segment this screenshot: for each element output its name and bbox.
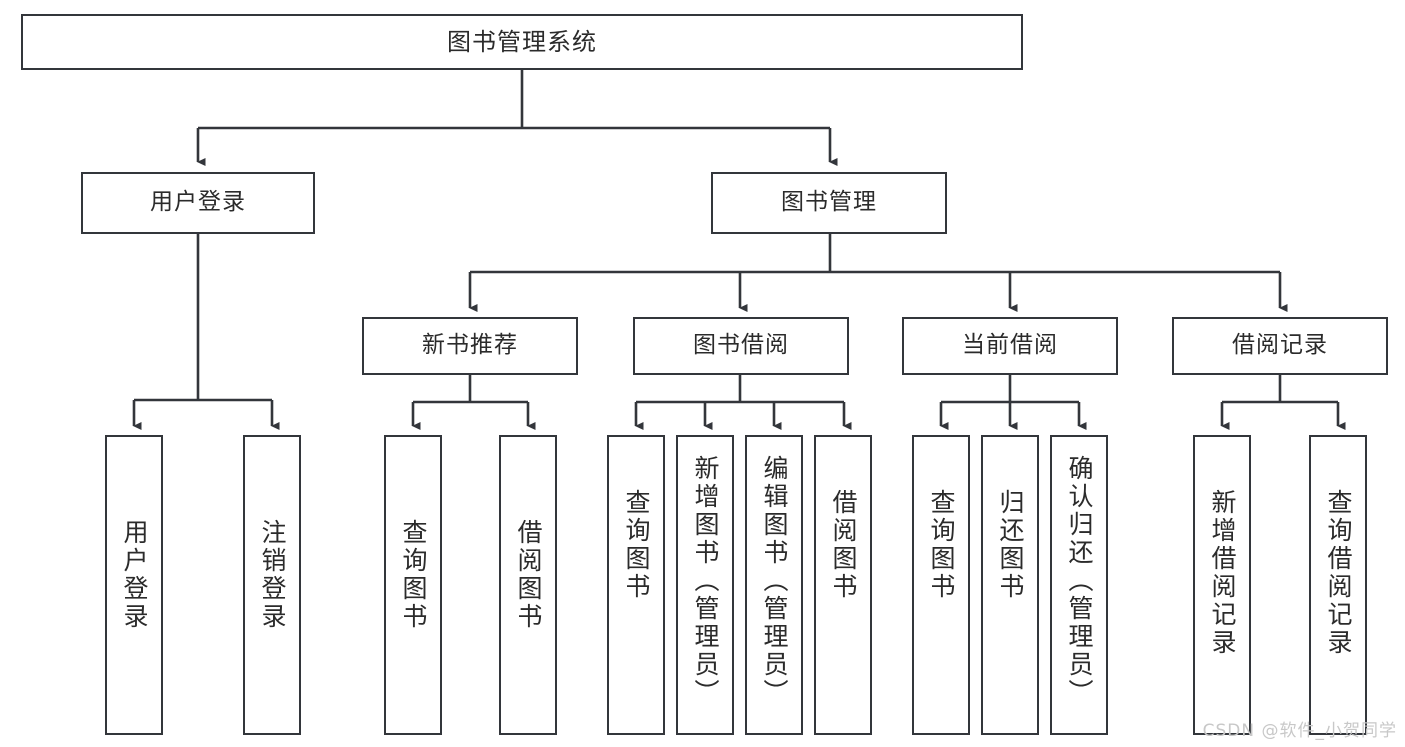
node-leaf-borrow-book-2-label: 借阅图书	[829, 489, 858, 601]
node-leaf-query-book-2-label: 查询图书	[622, 489, 651, 601]
node-root-label: 图书管理系统	[447, 27, 597, 56]
node-leaf-add-record[interactable]: 新增借阅记录	[1193, 435, 1251, 735]
node-leaf-query-book-3-label: 查询图书	[927, 489, 956, 601]
node-leaf-return-book[interactable]: 归还图书	[981, 435, 1039, 735]
node-current-borrow-label: 当前借阅	[962, 332, 1058, 359]
node-leaf-confirm-return-label: 确认归还（管理员）	[1065, 455, 1094, 707]
node-leaf-add-book-label: 新增图书（管理员）	[691, 455, 720, 707]
node-leaf-query-book-3[interactable]: 查询图书	[912, 435, 970, 735]
node-leaf-query-record[interactable]: 查询借阅记录	[1309, 435, 1367, 735]
node-leaf-user-login-label: 用户登录	[120, 519, 149, 631]
node-borrow-record-label: 借阅记录	[1232, 332, 1328, 359]
node-leaf-edit-book-label: 编辑图书（管理员）	[760, 455, 789, 707]
node-borrow-record[interactable]: 借阅记录	[1172, 317, 1388, 375]
node-book-borrow-label: 图书借阅	[693, 332, 789, 359]
node-leaf-logout-login[interactable]: 注销登录	[243, 435, 301, 735]
node-leaf-query-book-1-label: 查询图书	[399, 519, 428, 631]
node-root-system[interactable]: 图书管理系统	[21, 14, 1023, 70]
node-leaf-query-book-1[interactable]: 查询图书	[384, 435, 442, 735]
node-leaf-return-book-label: 归还图书	[996, 489, 1025, 601]
node-leaf-confirm-return[interactable]: 确认归还（管理员）	[1050, 435, 1108, 735]
node-leaf-add-record-label: 新增借阅记录	[1208, 489, 1237, 657]
node-leaf-add-book[interactable]: 新增图书（管理员）	[676, 435, 734, 735]
watermark-text: CSDN @软件_小贺同学	[1202, 721, 1397, 741]
node-user-login-label: 用户登录	[150, 189, 246, 216]
node-book-management-label: 图书管理	[781, 189, 877, 216]
node-user-login[interactable]: 用户登录	[81, 172, 315, 234]
node-new-book-recommend-label: 新书推荐	[422, 332, 518, 359]
node-new-book-recommend[interactable]: 新书推荐	[362, 317, 578, 375]
node-book-management[interactable]: 图书管理	[711, 172, 947, 234]
node-leaf-query-book-2[interactable]: 查询图书	[607, 435, 665, 735]
node-leaf-query-record-label: 查询借阅记录	[1324, 489, 1353, 657]
node-leaf-borrow-book-2[interactable]: 借阅图书	[814, 435, 872, 735]
node-leaf-edit-book[interactable]: 编辑图书（管理员）	[745, 435, 803, 735]
node-current-borrow[interactable]: 当前借阅	[902, 317, 1118, 375]
node-leaf-user-login[interactable]: 用户登录	[105, 435, 163, 735]
node-leaf-borrow-book-1[interactable]: 借阅图书	[499, 435, 557, 735]
node-book-borrow[interactable]: 图书借阅	[633, 317, 849, 375]
node-leaf-borrow-book-1-label: 借阅图书	[514, 519, 543, 631]
node-leaf-logout-login-label: 注销登录	[258, 519, 287, 631]
